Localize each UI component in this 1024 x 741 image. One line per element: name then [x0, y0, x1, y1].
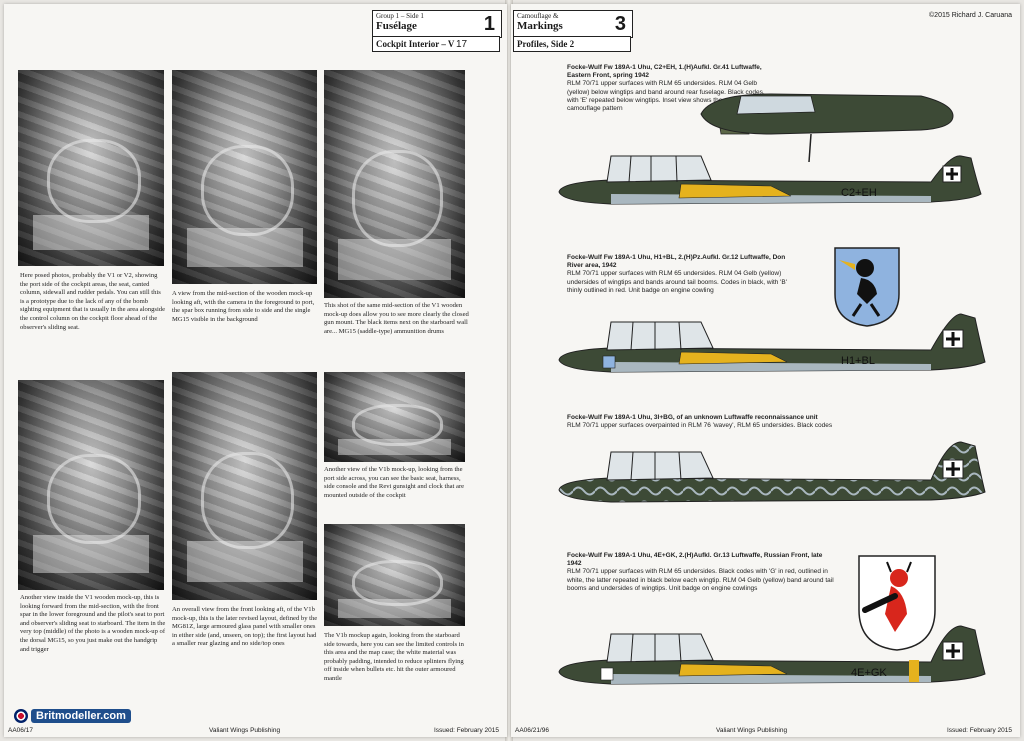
- profile-caption-3: Focke-Wulf Fw 189A-1 Uhu, 3I+BG, of an u…: [567, 414, 867, 430]
- cockpit-photo-1: [18, 70, 164, 266]
- profile-caption-1: Focke-Wulf Fw 189A-1 Uhu, C2+EH, 1.(H)Au…: [567, 64, 767, 113]
- section-title: Fusélage: [376, 20, 417, 32]
- inset-nacelle-profile: [700, 93, 954, 163]
- profile-title: Focke-Wulf Fw 189A-1 Uhu, 3I+BG, of an u…: [567, 414, 818, 421]
- footer-code: AA06/17: [8, 727, 33, 734]
- section-number: 1: [483, 13, 495, 35]
- cockpit-photo-5: [172, 372, 317, 600]
- aircraft-profile-2: H1+BL: [558, 313, 986, 373]
- copyright: ©2015 Richard J. Caruana: [929, 12, 1012, 19]
- profile-title: Focke-Wulf Fw 189A-1 Uhu, 4E+GK, 2.(H)Au…: [567, 552, 823, 568]
- aircraft-code: 4E+GK: [851, 667, 887, 679]
- watermark: Britmodeller.com: [14, 709, 131, 723]
- aircraft-profile-4: 4E+GK: [558, 625, 986, 685]
- group-label: Group 1 – Side 1: [376, 12, 424, 20]
- photo-caption-4: Another view of the V1b mock-up, looking…: [324, 466, 465, 499]
- aircraft-code: H1+BL: [841, 355, 875, 367]
- profile-caption-2: Focke-Wulf Fw 189A-1 Uhu, H1+BL, 2.(H)Pz…: [567, 254, 797, 295]
- photo-caption-6: An overall view from the front looking a…: [172, 606, 318, 648]
- photo-caption-2: A view from the mid-section of the woode…: [172, 290, 315, 323]
- aircraft-profile-3: [558, 441, 986, 503]
- subsection-title: Cockpit Interior – V: [372, 36, 500, 52]
- profile-caption-4: Focke-Wulf Fw 189A-1 Uhu, 4E+GK, 2.(H)Au…: [567, 552, 837, 593]
- footer-issued: Issued: February 2015: [946, 727, 1012, 734]
- cockpit-photo-3: [324, 70, 465, 298]
- unit-badge-devil: [858, 555, 936, 651]
- cockpit-photo-2: [172, 70, 317, 284]
- right-page: Camouflage & Markings 3 Profiles, Side 2…: [511, 4, 1020, 737]
- profile-text: RLM 70/71 upper surfaces overpainted in …: [567, 422, 833, 430]
- book-spine: [505, 0, 513, 741]
- cockpit-photo-4: [18, 380, 164, 590]
- footer-publisher: Valiant Wings Publishing: [716, 727, 788, 734]
- profile-title: Focke-Wulf Fw 189A-1 Uhu, H1+BL, 2.(H)Pz…: [567, 254, 786, 270]
- page-number: 17: [456, 39, 468, 50]
- footer-code: AA06/21/96: [515, 727, 549, 734]
- photo-caption-3: This shot of the same mid-section of the…: [324, 302, 469, 335]
- profile-text: RLM 70/71 upper surfaces with RLM 65 und…: [567, 568, 834, 592]
- aircraft-profile-1: C2+EH: [558, 155, 982, 205]
- watermark-text: Britmodeller.com: [31, 709, 131, 723]
- section-header-box: Camouflage & Markings 3: [513, 10, 633, 38]
- section-title: Markings: [517, 20, 563, 32]
- photo-caption-1: Here posed photos, probably the V1 or V2…: [20, 272, 166, 331]
- photo-caption-7: The V1b mockup again, looking from the s…: [324, 632, 464, 682]
- profile-text: RLM 70/71 upper surfaces with RLM 65 und…: [567, 80, 766, 113]
- subsection-title: Profiles, Side 2: [513, 36, 631, 52]
- profile-text: RLM 70/71 upper surfaces with RLM 65 und…: [567, 270, 787, 294]
- footer-issued: Issued: February 2015: [433, 727, 499, 734]
- unit-badge-raven: [834, 247, 900, 327]
- profile-title: Focke-Wulf Fw 189A-1 Uhu, C2+EH, 1.(H)Au…: [567, 64, 762, 80]
- aircraft-code: C2+EH: [841, 187, 877, 199]
- photo-caption-5: Another view inside the V1 wooden mock-u…: [20, 594, 166, 653]
- footer-publisher: Valiant Wings Publishing: [209, 727, 281, 734]
- section-header-box: Group 1 – Side 1 Fusélage 1: [372, 10, 502, 38]
- cockpit-photo-7: [324, 524, 465, 626]
- union-roundel-icon: [14, 709, 28, 723]
- left-page: Group 1 – Side 1 Fusélage 1 Cockpit Inte…: [4, 4, 507, 737]
- section-number: 3: [614, 13, 626, 35]
- section-small-label: Camouflage &: [517, 12, 559, 20]
- cockpit-photo-6: [324, 372, 465, 462]
